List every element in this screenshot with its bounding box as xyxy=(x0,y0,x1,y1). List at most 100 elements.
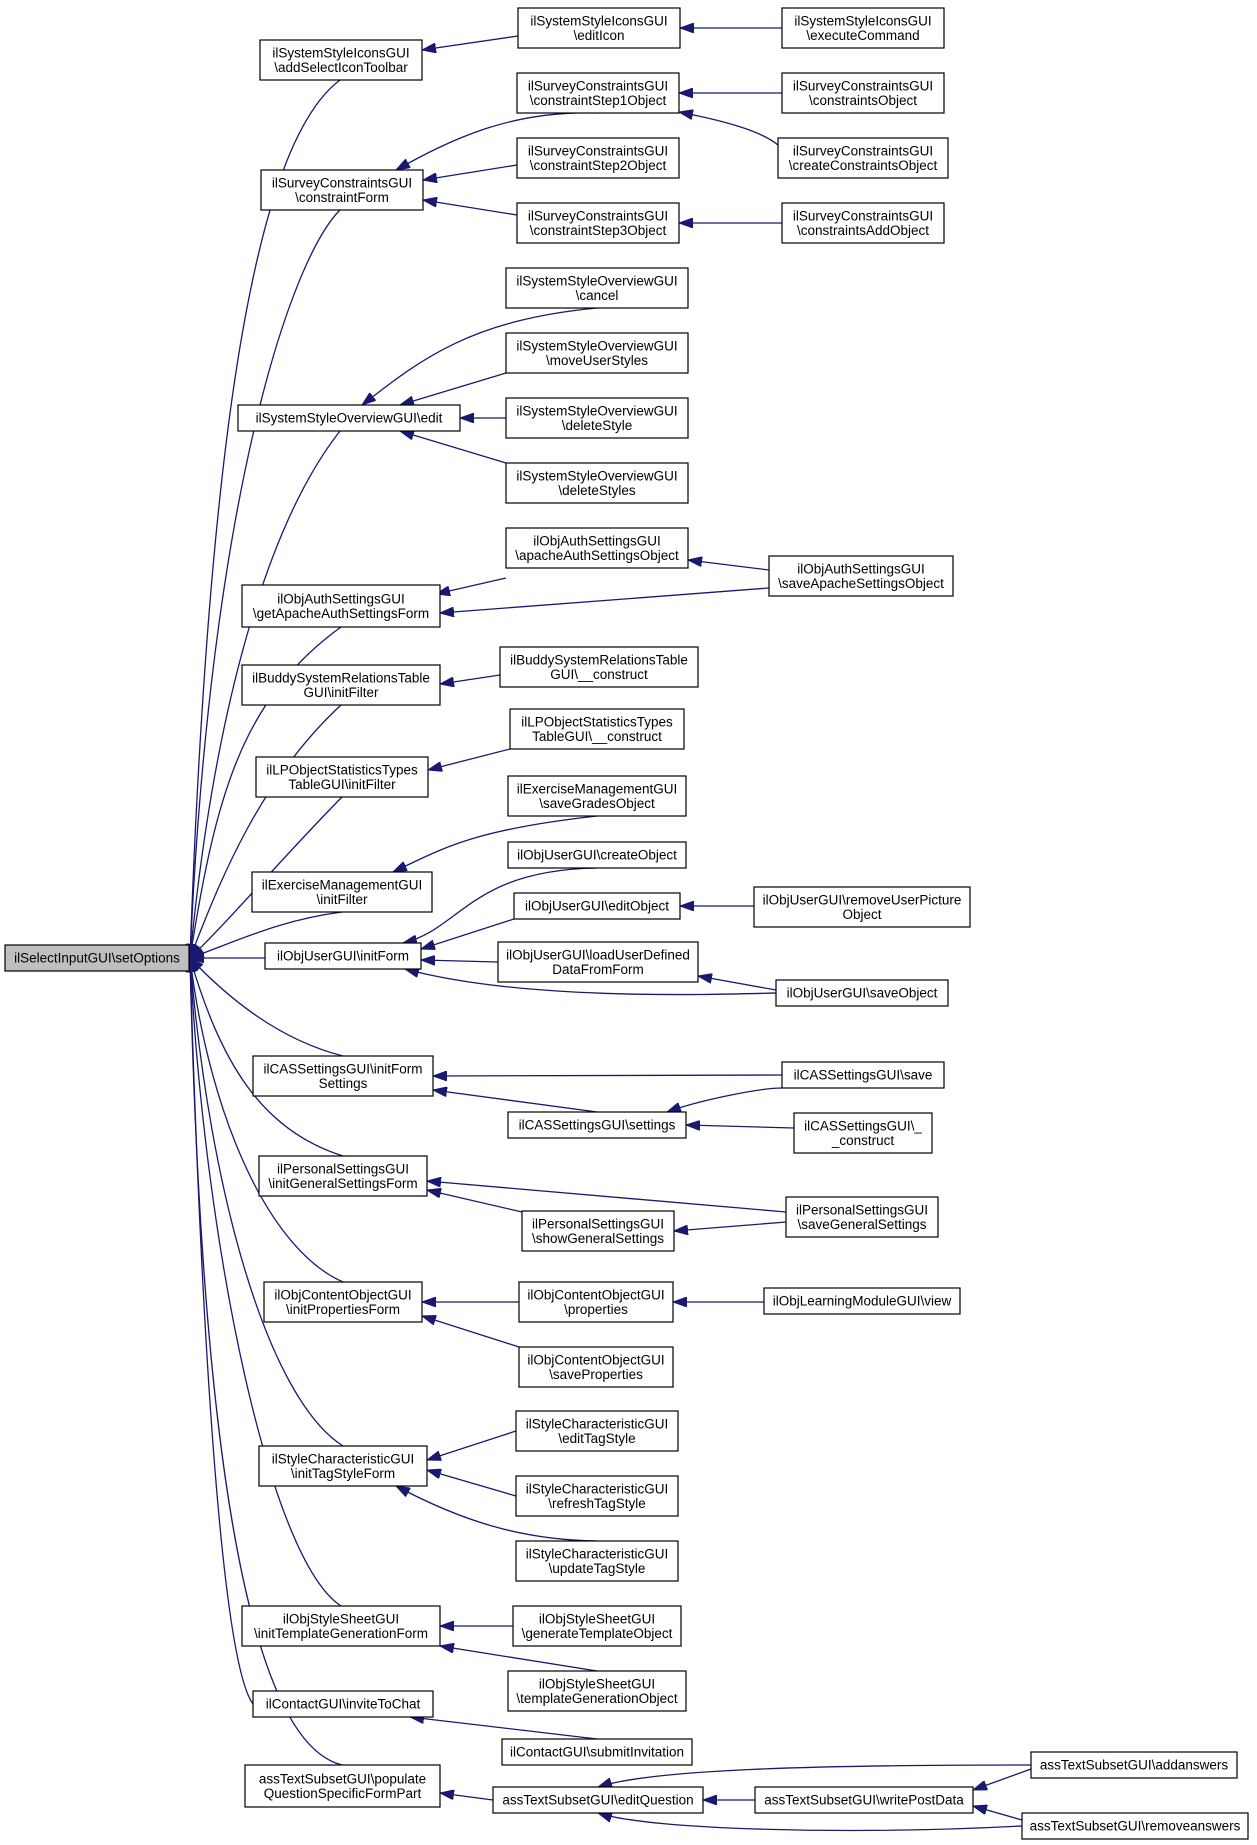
node-box[interactable] xyxy=(781,202,945,244)
node-box[interactable] xyxy=(260,169,424,211)
node-box[interactable] xyxy=(777,137,949,179)
node-box[interactable] xyxy=(505,332,689,374)
node-box[interactable] xyxy=(754,1786,974,1814)
node-lp-construct[interactable]: ilLPObjectStatisticsTypesTableGUI\__cons… xyxy=(509,708,685,750)
node-sc-edit[interactable]: ilStyleCharacteristicGUI\editTagStyle xyxy=(515,1410,679,1452)
node-lm-view[interactable]: ilObjLearningModuleGUI\view xyxy=(763,1287,961,1315)
node-sc-update[interactable]: ilStyleCharacteristicGUI\updateTagStyle xyxy=(515,1540,679,1582)
node-box[interactable] xyxy=(1021,1812,1249,1840)
node-box[interactable] xyxy=(258,1445,428,1487)
node-box[interactable] xyxy=(505,462,689,504)
node-auth-save[interactable]: ilObjAuthSettingsGUI\saveApacheSettingsO… xyxy=(768,555,954,597)
node-box[interactable] xyxy=(258,1155,428,1197)
node-box[interactable] xyxy=(505,267,689,309)
node-box[interactable] xyxy=(781,1061,945,1089)
node-survey-step1[interactable]: ilSurveyConstraintsGUI\constraintStep1Ob… xyxy=(516,72,680,114)
node-box[interactable] xyxy=(507,841,687,869)
node-cas-construct[interactable]: ilCASSettingsGUI\__construct xyxy=(793,1112,933,1154)
node-ass-populate[interactable]: assTextSubsetGUI\populateQuestionSpecifi… xyxy=(244,1764,441,1808)
node-box[interactable] xyxy=(785,1196,939,1238)
node-ex-save[interactable]: ilExerciseManagementGUI\saveGradesObject xyxy=(507,775,687,817)
node-box[interactable] xyxy=(241,664,441,706)
node-box[interactable] xyxy=(768,555,954,597)
node-ex-filter[interactable]: ilExerciseManagementGUI\initFilter xyxy=(251,871,433,913)
node-auth-obj[interactable]: ilObjAuthSettingsGUI\apacheAuthSettingsO… xyxy=(505,527,689,569)
node-box[interactable] xyxy=(252,1055,434,1097)
node-box[interactable] xyxy=(499,646,699,688)
node-box[interactable] xyxy=(781,72,945,114)
node-buddy-filter[interactable]: ilBuddySystemRelationsTableGUI\initFilte… xyxy=(241,664,441,706)
node-box[interactable] xyxy=(518,1281,674,1323)
node-sc-init[interactable]: ilStyleCharacteristicGUI\initTagStyleFor… xyxy=(258,1445,428,1487)
node-ass-write[interactable]: assTextSubsetGUI\writePostData xyxy=(754,1786,974,1814)
node-box[interactable] xyxy=(516,72,680,114)
node-sso-edit[interactable]: ilSystemStyleOverviewGUI\edit xyxy=(237,404,461,432)
node-cas-save[interactable]: ilCASSettingsGUI\save xyxy=(781,1061,945,1089)
node-sso-deletes[interactable]: ilSystemStyleOverviewGUI\deleteStyles xyxy=(505,462,689,504)
node-box[interactable] xyxy=(513,892,681,920)
node-box[interactable] xyxy=(507,1670,687,1712)
node-box[interactable] xyxy=(515,1410,679,1452)
node-co-save[interactable]: ilObjContentObjectGUI\saveProperties xyxy=(518,1346,674,1388)
node-sso-move[interactable]: ilSystemStyleOverviewGUI\moveUserStyles xyxy=(505,332,689,374)
node-root[interactable]: ilSelectInputGUI\setOptions xyxy=(4,944,190,972)
node-pers-show[interactable]: ilPersonalSettingsGUI\showGeneralSetting… xyxy=(521,1210,675,1252)
node-ss-init[interactable]: ilObjStyleSheetGUI\initTemplateGeneratio… xyxy=(241,1605,441,1647)
node-box[interactable] xyxy=(255,756,429,798)
node-box[interactable] xyxy=(518,1346,674,1388)
node-box[interactable] xyxy=(775,979,949,1007)
node-pers-save[interactable]: ilPersonalSettingsGUI\saveGeneralSetting… xyxy=(785,1196,939,1238)
node-box[interactable] xyxy=(497,941,699,983)
node-box[interactable] xyxy=(259,39,423,81)
node-box[interactable] xyxy=(263,1281,423,1323)
node-sys-icons-add[interactable]: ilSystemStyleIconsGUI\addSelectIconToolb… xyxy=(259,39,423,81)
node-survey-form[interactable]: ilSurveyConstraintsGUI\constraintForm xyxy=(260,169,424,211)
node-box[interactable] xyxy=(252,1690,434,1718)
node-user-edit[interactable]: ilObjUserGUI\editObject xyxy=(513,892,681,920)
node-sc-refresh[interactable]: ilStyleCharacteristicGUI\refreshTagStyle xyxy=(515,1475,679,1517)
node-box[interactable] xyxy=(753,886,971,928)
node-box[interactable] xyxy=(251,871,433,913)
node-box[interactable] xyxy=(515,1475,679,1517)
node-buddy-construct[interactable]: ilBuddySystemRelationsTableGUI\__constru… xyxy=(499,646,699,688)
node-co-init[interactable]: ilObjContentObjectGUI\initPropertiesForm xyxy=(263,1281,423,1323)
node-lp-filter[interactable]: ilLPObjectStatisticsTypesTableGUI\initFi… xyxy=(255,756,429,798)
node-box[interactable] xyxy=(763,1287,961,1315)
node-box[interactable] xyxy=(264,942,422,970)
node-sso-delete[interactable]: ilSystemStyleOverviewGUI\deleteStyle xyxy=(505,397,689,439)
node-box[interactable] xyxy=(244,1764,441,1808)
node-contact-invite[interactable]: ilContactGUI\inviteToChat xyxy=(252,1690,434,1718)
node-survey-add[interactable]: ilSurveyConstraintsGUI\constraintsAddObj… xyxy=(781,202,945,244)
node-box[interactable] xyxy=(492,1786,704,1814)
node-box[interactable] xyxy=(505,397,689,439)
node-co-props[interactable]: ilObjContentObjectGUI\properties xyxy=(518,1281,674,1323)
node-box[interactable] xyxy=(517,7,681,49)
node-box[interactable] xyxy=(521,1210,675,1252)
node-ass-edit[interactable]: assTextSubsetGUI\editQuestion xyxy=(492,1786,704,1814)
node-box[interactable] xyxy=(781,7,945,49)
node-sys-icons-edit[interactable]: ilSystemStyleIconsGUI\editIcon xyxy=(517,7,681,49)
node-user-init[interactable]: ilObjUserGUI\initForm xyxy=(264,942,422,970)
node-survey-step2[interactable]: ilSurveyConstraintsGUI\constraintStep2Ob… xyxy=(516,137,680,179)
node-box[interactable] xyxy=(505,527,689,569)
node-survey-step3[interactable]: ilSurveyConstraintsGUI\constraintStep3Ob… xyxy=(516,202,680,244)
node-sso-cancel[interactable]: ilSystemStyleOverviewGUI\cancel xyxy=(505,267,689,309)
node-box[interactable] xyxy=(516,137,680,179)
node-box[interactable] xyxy=(4,944,190,972)
node-user-create[interactable]: ilObjUserGUI\createObject xyxy=(507,841,687,869)
node-ass-remove[interactable]: assTextSubsetGUI\removeanswers xyxy=(1021,1812,1249,1840)
node-box[interactable] xyxy=(241,1605,441,1647)
node-ss-gen[interactable]: ilObjStyleSheetGUI\generateTemplateObjec… xyxy=(512,1605,682,1647)
node-contact-submit[interactable]: ilContactGUI\submitInvitation xyxy=(501,1738,693,1766)
node-box[interactable] xyxy=(507,775,687,817)
node-box[interactable] xyxy=(507,1111,687,1139)
node-survey-create[interactable]: ilSurveyConstraintsGUI\createConstraints… xyxy=(777,137,949,179)
node-box[interactable] xyxy=(501,1738,693,1766)
node-sys-icons-exec[interactable]: ilSystemStyleIconsGUI\executeCommand xyxy=(781,7,945,49)
node-box[interactable] xyxy=(515,1540,679,1582)
node-box[interactable] xyxy=(1030,1751,1238,1779)
node-box[interactable] xyxy=(237,404,461,432)
